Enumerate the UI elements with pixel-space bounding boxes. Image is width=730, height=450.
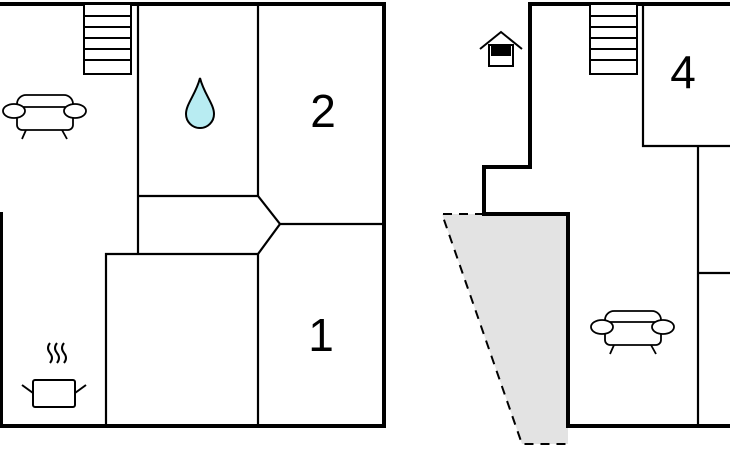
- room-2-label: 2: [310, 85, 336, 137]
- room-4-wall: [641, 4, 730, 148]
- sofa-icon: [2, 94, 87, 140]
- wall: [104, 194, 282, 426]
- cooking-pot-icon: [21, 342, 87, 408]
- terrace-dashed-edge: [440, 213, 568, 445]
- right-unit: 4: [440, 2, 730, 445]
- stairs-icon: [83, 3, 132, 75]
- stairs-icon: [589, 3, 638, 75]
- room-4-label: 4: [670, 46, 696, 98]
- left-unit: 2 1: [0, 2, 386, 428]
- house-icon: [479, 30, 523, 67]
- sofa-icon: [590, 310, 675, 355]
- room-1-label: 1: [308, 309, 334, 361]
- water-drop-icon: [184, 77, 216, 129]
- right-outer-wall: [482, 2, 730, 428]
- terrace-area: [442, 214, 568, 444]
- left-outer-wall: [0, 2, 386, 428]
